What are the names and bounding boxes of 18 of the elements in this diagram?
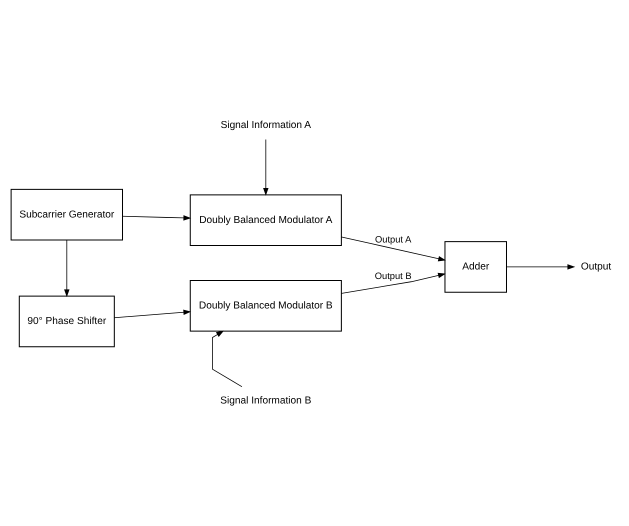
arrow [263, 139, 269, 196]
arrow [114, 310, 192, 318]
node-text: Signal Information A [220, 120, 312, 131]
node-box: Subcarrier Generator [10, 188, 124, 241]
node-text: Signal Information B [220, 396, 312, 407]
node-box: Doubly Balanced Modulator A [190, 194, 342, 246]
arrow [341, 236, 446, 262]
node-text: Output [580, 262, 612, 273]
arrow [506, 264, 576, 270]
arrow [341, 272, 446, 294]
arrow [212, 330, 242, 388]
arrow [64, 240, 70, 298]
arrow [122, 215, 192, 221]
node-box: Adder [444, 241, 507, 293]
edge-label: Output B [374, 271, 412, 282]
node-box: 90° Phase Shifter [18, 296, 115, 348]
node-box: Doubly Balanced Modulator B [190, 280, 342, 332]
edge-label: Output A [375, 234, 412, 244]
